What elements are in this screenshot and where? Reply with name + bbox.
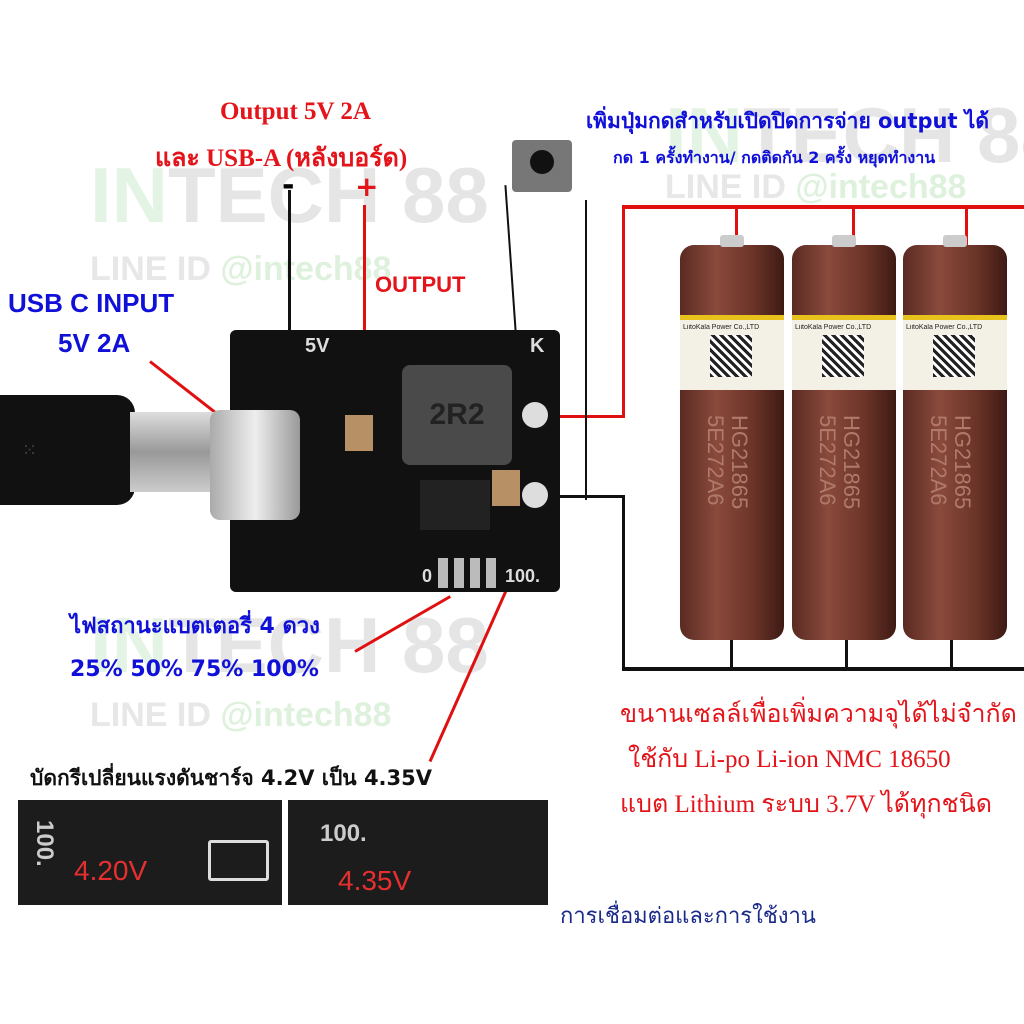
wire <box>585 200 587 500</box>
tactile-button-photo <box>512 140 572 192</box>
battery-brand: LiitoKala Power Co.,LTD <box>795 324 872 331</box>
cells-label-3: แบต Lithium ระบบ 3.7V ได้ทุกชนิด <box>620 791 992 818</box>
wire <box>950 640 953 668</box>
wire <box>730 640 733 668</box>
led-label-2: 25% 50% 75% 100% <box>70 657 319 682</box>
plus-sign: + <box>355 170 379 203</box>
silk-k: K <box>530 335 545 357</box>
photo-4-20v: 100. 4.20V <box>18 800 282 905</box>
output-label: Output 5V 2A <box>220 98 371 125</box>
photo-mark: 100. <box>320 820 367 847</box>
photo-value: 4.20V <box>74 855 148 886</box>
battery-code: 5E272A6 <box>703 415 728 506</box>
watermark: INTECH 88 <box>90 151 489 239</box>
minus-sign: - <box>282 168 295 203</box>
plus-lead <box>363 205 366 330</box>
photo-4-35v: 100. 4.35V <box>288 800 548 905</box>
watermark-line: LINE ID @intech88 <box>90 250 392 288</box>
silk-100: 100. <box>505 566 541 586</box>
usb-c-cable: ⁙ <box>0 395 135 505</box>
watermark-line: LINE ID @intech88 <box>90 696 392 734</box>
battery-brand: LiitoKala Power Co.,LTD <box>906 324 983 331</box>
output-tag: OUTPUT <box>375 272 466 297</box>
battery-plus-wire <box>622 205 1024 209</box>
usb-c-input-label: USB C INPUT <box>8 288 175 318</box>
usb-c-input-spec: 5V 2A <box>58 328 131 358</box>
wire <box>622 205 625 418</box>
wire <box>622 495 625 670</box>
charger-board: 2R2 5V K 0 100. <box>210 330 560 592</box>
status-leds <box>438 558 498 588</box>
minus-lead <box>288 190 291 330</box>
battery-code: 5E272A6 <box>926 415 951 506</box>
battery-model: HG21865 <box>839 415 864 510</box>
wire <box>852 205 855 250</box>
wire <box>735 205 738 250</box>
wire <box>965 205 968 250</box>
silk-5v: 5V <box>305 335 330 357</box>
button-label-2: กด 1 ครั้งทำงาน/ กดติดกัน 2 ครั้ง หยุดทำ… <box>613 148 936 167</box>
battery-minus-wire <box>622 667 1024 671</box>
usb-c-port <box>210 410 300 520</box>
led-label: ไฟสถานะแบตเตอรี่ 4 ดวง <box>70 614 320 639</box>
usb-c-plug <box>130 412 220 492</box>
battery-model: HG21865 <box>727 415 752 510</box>
watermark: INTECH 88 <box>90 601 489 689</box>
battery-model: HG21865 <box>950 415 975 510</box>
silk-0: 0 <box>422 566 433 586</box>
cells-label-2: ใช้กับ Li-po Li-ion NMC 18650 <box>628 746 951 773</box>
wire <box>845 640 848 668</box>
inductor: 2R2 <box>402 365 512 465</box>
wire <box>504 185 518 345</box>
photo-mark: 100. <box>31 820 58 867</box>
button-label: เพิ่มปุ่มกดสำหรับเปิดปิดการจ่าย output ไ… <box>586 109 990 133</box>
watermark: INTECH 88 <box>665 91 1024 179</box>
output-label-2: และ USB-A (หลังบอร์ด) <box>155 145 408 172</box>
battery-brand: LiitoKala Power Co.,LTD <box>683 324 760 331</box>
footer-caption: การเชื่อมต่อและการใช้งาน <box>560 904 816 929</box>
battery-code: 5E272A6 <box>815 415 840 506</box>
photo-value: 4.35V <box>338 865 412 896</box>
watermark-line: LINE ID @intech88 <box>665 168 967 206</box>
solder-label: บัดกรีเปลี่ยนแรงดันชาร์จ 4.2V เป็น 4.35V <box>30 766 433 790</box>
cells-label: ขนานเซลล์เพื่อเพิ่มความจุได้ไม่จำกัด <box>620 701 1017 728</box>
